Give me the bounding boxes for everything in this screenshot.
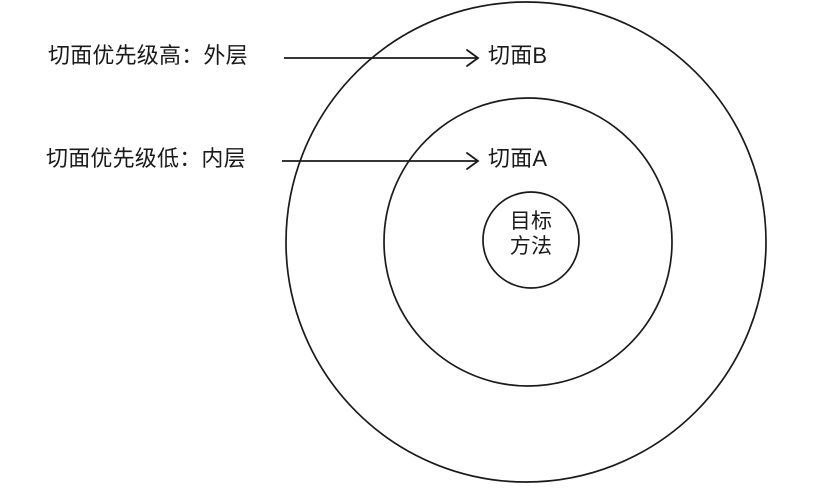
target-method-line-1: 目标: [509, 210, 553, 233]
target-method-line-2: 方法: [509, 234, 553, 258]
outer-ring-circle: [285, 1, 767, 483]
arrow-head-icon: [466, 49, 480, 67]
arrow-to-aspect-a: [282, 152, 480, 170]
middle-ring-circle: [383, 97, 673, 387]
priority-low-label: 切面优先级低：内层: [46, 146, 246, 171]
inner-core-circle: [482, 191, 580, 289]
target-method-label: 目标 方法: [483, 210, 579, 260]
middle-ring-label: 切面A: [488, 146, 548, 171]
priority-high-label: 切面优先级高：外层: [48, 43, 248, 68]
arrow-to-aspect-b: [284, 49, 480, 67]
outer-ring-label: 切面B: [488, 43, 548, 68]
arrow-head-icon: [466, 152, 480, 170]
